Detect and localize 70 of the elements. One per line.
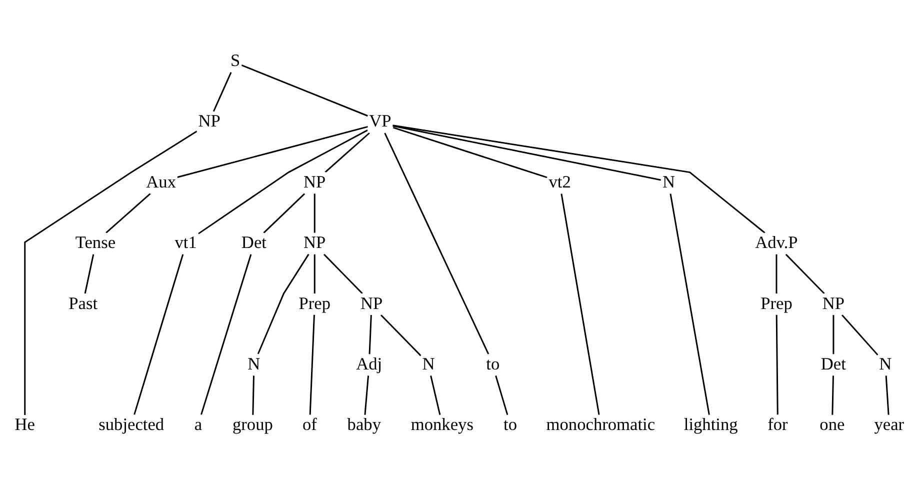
node-text: Tense — [75, 232, 116, 252]
node-text: N — [879, 354, 892, 373]
connector — [314, 193, 316, 232]
connector — [832, 375, 834, 414]
connector — [384, 132, 490, 354]
connector — [200, 254, 252, 414]
node-text: N — [662, 172, 676, 191]
connector — [495, 374, 508, 415]
node-text: Det — [241, 232, 266, 252]
node-text: Det — [820, 354, 846, 373]
node-text: NP — [360, 293, 383, 312]
node-text: one — [820, 414, 845, 434]
connector — [263, 192, 306, 233]
connector — [670, 193, 710, 414]
node-text: NP — [304, 232, 326, 252]
connector — [134, 254, 184, 414]
connector — [368, 314, 372, 354]
node-text: NP — [822, 293, 845, 312]
connector — [392, 124, 661, 180]
node-text: of — [302, 414, 317, 434]
connector — [314, 254, 316, 293]
connector — [212, 72, 232, 112]
node-text: Adj — [356, 354, 382, 373]
connector — [842, 314, 878, 355]
connector — [198, 129, 368, 234]
connector — [392, 124, 766, 233]
node-text: NP — [198, 111, 220, 130]
node-text: Adv.P — [755, 232, 798, 252]
connector — [380, 314, 422, 356]
connector — [324, 253, 363, 294]
node-text: monochromatic — [546, 414, 656, 434]
node-text: to — [504, 414, 518, 434]
connector — [364, 375, 370, 414]
node-text: vt1 — [174, 232, 197, 252]
connector — [776, 254, 778, 293]
node-text: Past — [68, 293, 98, 312]
node-text: Prep — [760, 293, 792, 312]
node-text: N — [248, 354, 260, 373]
connector — [309, 314, 315, 414]
node-text: group — [232, 414, 273, 434]
node-text: vt2 — [548, 172, 571, 191]
connector — [392, 126, 548, 178]
node-text: VP — [369, 111, 392, 130]
node-text: year — [874, 414, 904, 434]
node-text: monkeys — [410, 414, 474, 434]
connector — [785, 253, 825, 294]
connector — [832, 314, 834, 354]
node-text: baby — [347, 414, 381, 434]
node-text: to — [486, 354, 500, 373]
connector — [885, 375, 890, 414]
node-text: a — [194, 414, 202, 434]
connector — [84, 254, 94, 294]
connector — [560, 193, 600, 414]
node-text: NP — [304, 172, 326, 191]
node-text: for — [768, 414, 788, 434]
connector — [430, 375, 441, 415]
node-text: He — [14, 414, 35, 434]
connector — [106, 192, 151, 233]
node-text: S — [230, 50, 240, 70]
connector — [177, 125, 368, 178]
connector — [252, 375, 254, 414]
node-text: subjected — [98, 414, 164, 434]
connector — [241, 64, 368, 116]
node-text: lighting — [684, 414, 738, 434]
connector — [324, 132, 370, 172]
connector — [257, 253, 310, 354]
node-text: N — [422, 354, 435, 373]
connector — [776, 314, 778, 414]
node-text: Prep — [298, 293, 331, 312]
node-text: Aux — [146, 172, 176, 191]
